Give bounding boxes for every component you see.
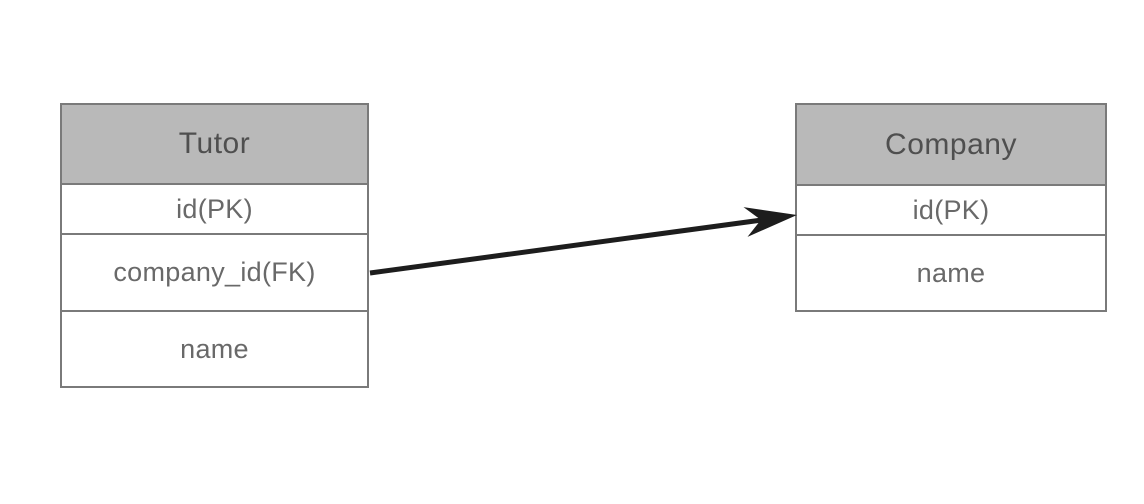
relationship-arrow-tutor-company[interactable] (369, 207, 797, 276)
entity-company-header[interactable]: Company (797, 105, 1105, 186)
entity-tutor-row-id-pk[interactable]: id(PK) (62, 185, 367, 235)
entity-company[interactable]: Company id(PK) name (795, 103, 1107, 312)
entity-tutor-title: Tutor (178, 127, 251, 160)
entity-tutor-header[interactable]: Tutor (62, 105, 367, 185)
entity-tutor-row-name[interactable]: name (62, 312, 367, 386)
arrow-line[interactable] (369, 217, 763, 276)
entity-tutor-row-company-id-fk[interactable]: company_id(FK) (62, 235, 367, 312)
arrow-head-icon (743, 207, 797, 237)
entity-company-row-id-pk[interactable]: id(PK) (797, 186, 1105, 236)
entity-tutor[interactable]: Tutor id(PK) company_id(FK) name (60, 103, 369, 388)
entity-company-row-name[interactable]: name (797, 236, 1105, 310)
entity-company-title: Company (885, 127, 1017, 161)
